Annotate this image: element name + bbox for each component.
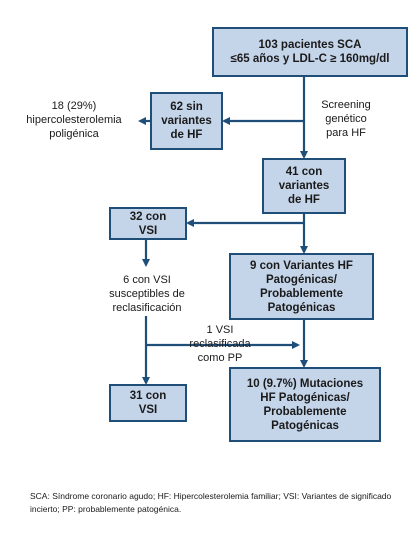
text-line: poligénica [49,128,99,140]
text-line: 10 (9.7%) Mutaciones [246,377,364,390]
text-line: susceptibles de [109,288,185,300]
text-line: 18 (29%) [51,100,97,112]
text-line: como PP [197,352,243,364]
text-line: de HF [288,194,320,206]
text-line: para HF [326,127,366,139]
text-line: 6 con VSI [123,274,171,286]
text-line: 9 con Variantes HF [250,259,353,272]
box-with-variants: 41 con variantes de HF [262,158,346,214]
text-line: hipercolesterolemia [26,114,122,126]
text-line: 41 con [285,166,323,178]
annotation-reclassifiable: 6 con VSI susceptibles de reclasificación [92,273,202,315]
text-line: 103 pacientes SCA [258,39,362,51]
text-line: reclasificación [112,302,182,314]
text-line: Screening [321,99,371,111]
text-line: de HF [170,129,203,141]
text-line: HF Patogénicas/ [260,391,350,404]
annotation-screening: Screening genético para HF [307,98,385,140]
text-line: Probablemente [259,287,344,300]
text-line: genético [325,113,367,125]
footnote: SCA: Síndrome coronario agudo; HF: Hiper… [30,491,392,514]
text-line: reclasificada [189,338,251,350]
text-line: variantes [161,115,212,127]
text-line: 32 con [129,210,167,223]
text-line: Probablemente [263,405,347,418]
text-line: Patogénicas [271,419,339,432]
text-line: VSI [138,224,158,237]
text-line: variantes [278,180,330,192]
annotation-reclassified: 1 VSI reclasificada como PP [180,323,260,365]
text-line: Patogénicas/ [266,273,337,286]
box-no-variants: 62 sin variantes de HF [150,92,223,150]
text-line: Patogénicas [267,301,336,314]
annotation-polygenic: 18 (29%) hipercolesterolemia poligénica [10,99,138,141]
text-line: 1 VSI [206,324,234,336]
text-line: ≤65 años y LDL-C ≥ 160mg/dl [230,53,390,65]
box-sca-cohort: 103 pacientes SCA ≤65 años y LDL-C ≥ 160m… [212,27,408,77]
text-line: VSI [138,404,158,416]
text-line: 62 sin [170,101,203,113]
text-line: 31 con [129,390,167,402]
